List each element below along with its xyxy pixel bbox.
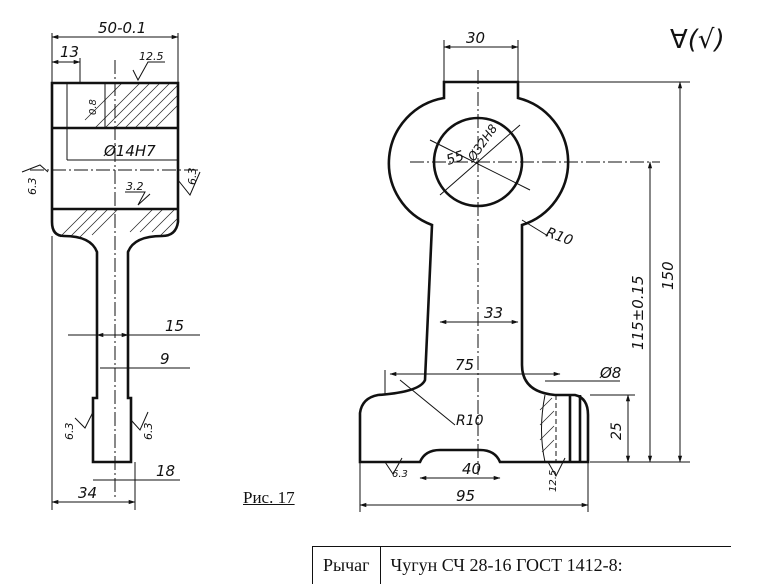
dim-base-width: 34: [78, 484, 97, 502]
side-outline: [50, 81, 180, 464]
dim-center-height: 115±0.15: [629, 275, 647, 350]
dim-bore: Ø14H7: [103, 142, 156, 160]
dim-neck-width: 33: [484, 304, 503, 322]
title-material: Чугун СЧ 28-16 ГОСТ 1412-8:: [390, 555, 623, 575]
side-view: 50-0.1 13 12.5 0.8 Ø14H7 6.3 6.3 3.2 15 …: [21, 19, 201, 510]
roughness-top: 12.5: [139, 50, 164, 63]
dim-fillet-top: R10: [544, 225, 575, 249]
dim-overall-height: 150: [659, 261, 677, 290]
dim-slot-width: 40: [462, 460, 481, 478]
dim-hole-diameter: Ø8: [599, 364, 621, 382]
roughness-web: 3.2: [126, 180, 144, 193]
dim-foot-width: 18: [156, 462, 175, 480]
roughness-foot-right: 6.3: [142, 423, 155, 441]
roughness-base-right: 12.5: [548, 470, 559, 492]
dim-rib-thickness: 9: [160, 350, 170, 368]
front-outline: [358, 80, 590, 464]
dim-web-width: 15: [165, 317, 184, 335]
dim-boss-diameter: 55: [444, 148, 466, 169]
roughness-left: 6.3: [26, 178, 39, 196]
title-part-name: Рычаг: [313, 547, 381, 584]
roughness-foot-left: 6.3: [63, 423, 76, 441]
dim-width: 50-0.1: [98, 19, 146, 37]
figure-caption: Рис. 17: [243, 488, 295, 507]
dim-boss-width: 30: [466, 29, 485, 47]
roughness-general-symbol: ∀(√): [670, 25, 725, 55]
front-view: 30 55 Ø32H8 R10 150 115±0.15 33 75 Ø8 R1…: [358, 29, 690, 512]
dim-boss-offset: 13: [60, 43, 79, 61]
section-hatching: [59, 82, 179, 238]
roughness-base-left: 6.3: [392, 469, 408, 480]
dim-shoulder-width: 75: [455, 356, 474, 374]
dim-base-height: 25: [609, 422, 625, 440]
roughness-bore-inner: 0.8: [88, 99, 99, 115]
dim-overall-width: 95: [456, 487, 475, 505]
title-block: Рычаг Чугун СЧ 28-16 ГОСТ 1412-8:: [312, 546, 731, 584]
roughness-right: 6.3: [186, 168, 199, 186]
dim-fillet-bottom: R10: [456, 413, 484, 429]
